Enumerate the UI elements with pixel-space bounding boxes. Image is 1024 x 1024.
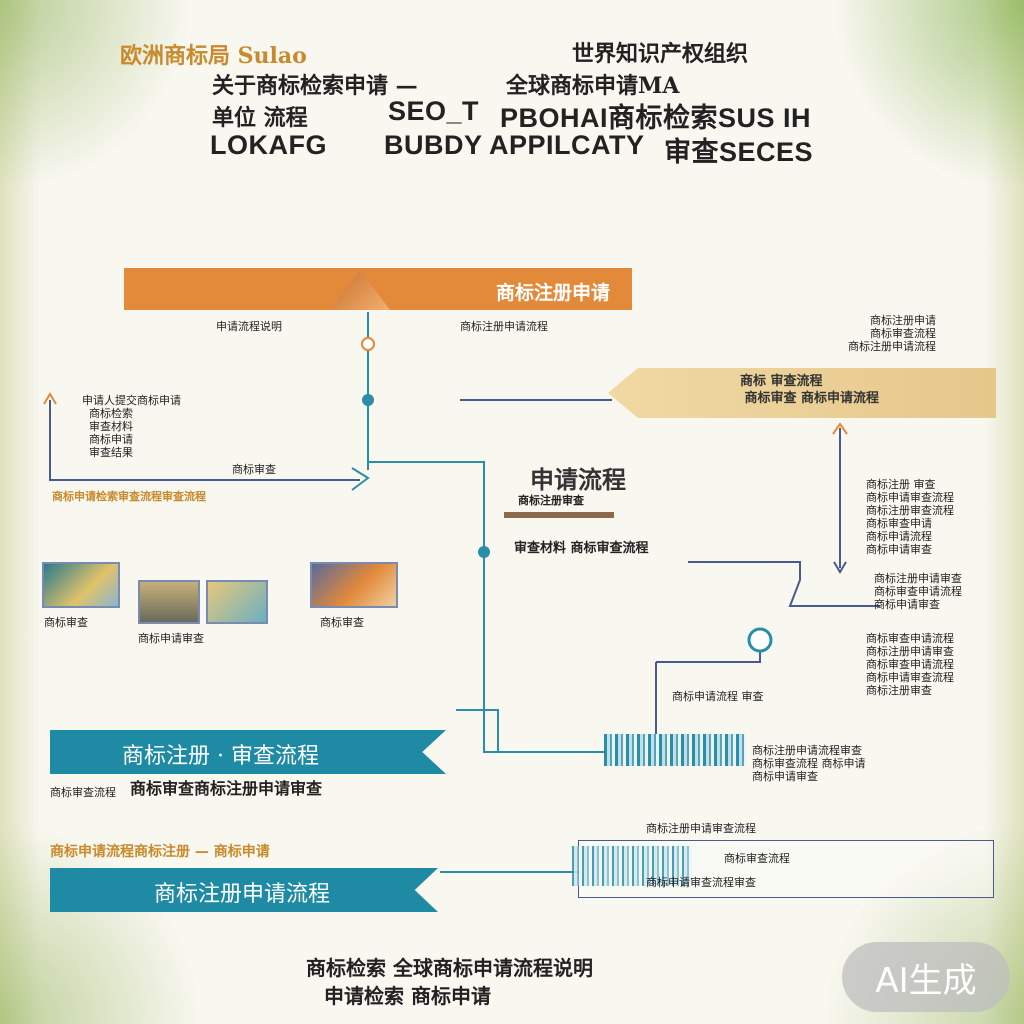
thumbnail-landscape-1 bbox=[42, 562, 120, 608]
connector-right-mid bbox=[688, 561, 880, 607]
thumbnail-caption-1: 商标审查 bbox=[44, 616, 88, 629]
header-line4-mid: BUBDY APPILCATY bbox=[384, 130, 645, 160]
footer-line2: 申请检索 商标申请 bbox=[324, 984, 491, 1008]
thumbnail-caption-2: 商标申请审查 bbox=[138, 632, 204, 645]
thumbnail-landscape-3 bbox=[310, 562, 398, 608]
header-line4-left: LOKAFG bbox=[210, 130, 327, 160]
banner-teal-2-caption: 商标申请流程商标注册 — 商标申请 bbox=[50, 844, 270, 860]
banner-teal-1: 商标注册 · 审查流程 bbox=[50, 730, 446, 774]
left-notes: 申请人提交商标申请 商标检索 审查材料 商标申请 审查结果 bbox=[82, 394, 181, 459]
banner-tan: 商标 审查流程 商标审查 商标申请流程 bbox=[608, 368, 996, 418]
right-box-strip-decoration bbox=[572, 846, 692, 886]
center-caption: 审查材料 商标审查流程 bbox=[514, 541, 649, 556]
center-divider bbox=[504, 512, 614, 518]
connector-left-arrowhead bbox=[43, 392, 57, 405]
banner-teal-2: 商标注册申请流程 bbox=[50, 868, 438, 912]
banner-top-caption-left: 申请流程说明 bbox=[216, 320, 282, 333]
connector-center-lower bbox=[456, 709, 499, 752]
connector-right-lower bbox=[656, 650, 761, 663]
right-top-notes: 商标注册申请 商标审查流程 商标注册申请流程 bbox=[848, 314, 936, 353]
header-line1-left: 欧洲商标局 Sulao bbox=[120, 43, 307, 69]
connector-right-arrowhead bbox=[832, 422, 848, 435]
thumbnail-landscape-2 bbox=[206, 580, 268, 624]
banner-teal-1-caption: 商标审查商标注册申请审查 bbox=[130, 779, 323, 798]
center-subtitle: 商标注册审查 bbox=[518, 494, 584, 507]
header-line3-mid: SEO_T bbox=[388, 96, 480, 126]
connector-right-arrowhead-down bbox=[833, 561, 847, 574]
center-lower-caption: 商标申请流程 审查 bbox=[672, 690, 764, 703]
right-box-line2: 商标申请审查流程审查 bbox=[646, 876, 756, 889]
header-line4-right: 审查SECES bbox=[664, 137, 814, 167]
ai-generated-badge: AI生成 bbox=[842, 942, 1010, 1012]
footer-line1: 商标检索 全球商标申请流程说明 bbox=[306, 956, 593, 980]
right-bottom-notes: 商标注册申请流程审查 商标审查流程 商标申请 商标申请审查 bbox=[752, 744, 866, 783]
striped-strip-decoration bbox=[604, 734, 746, 766]
connector-node-ring bbox=[747, 627, 773, 653]
header-line3-left: 单位 流程 bbox=[212, 105, 308, 131]
header-line1-right: 世界知识产权组织 bbox=[572, 41, 749, 67]
thumbnail-building bbox=[138, 580, 200, 624]
connector-center-trunk bbox=[368, 461, 650, 753]
header-line2-right: 全球商标申请MA bbox=[506, 73, 680, 99]
banner-top-caption-right: 商标注册申请流程 bbox=[460, 320, 548, 333]
right-box-header: 商标注册申请审查流程 bbox=[646, 822, 756, 835]
thumbnail-caption-3: 商标审查 bbox=[320, 616, 364, 629]
connector-node-center bbox=[478, 546, 490, 558]
connector-node-top bbox=[361, 337, 375, 351]
right-box-line1: 商标审查流程 bbox=[724, 852, 790, 865]
right-lower-notes: 商标审查申请流程 商标注册申请审查 商标审查申请流程 商标申请审查流程 商标注册… bbox=[866, 632, 954, 697]
banner-teal-1-small: 商标审查流程 bbox=[50, 786, 116, 799]
right-side-notes: 商标注册 审查 商标申请审查流程 商标注册审查流程 商标审查申请 商标申请流程 … bbox=[866, 478, 954, 556]
center-title: 申请流程 bbox=[530, 465, 626, 494]
left-footer: 商标申请检索审查流程审查流程 bbox=[52, 490, 206, 503]
right-mid-notes: 商标注册申请审查 商标审查申请流程 商标申请审查 bbox=[874, 572, 962, 611]
left-caption: 商标审查 bbox=[232, 463, 276, 476]
connector-node-mid bbox=[362, 394, 374, 406]
connector-left-elbow bbox=[49, 400, 360, 481]
header-line3-right: PBOHAI商标检索SUS IH bbox=[500, 103, 812, 133]
connector-left-chevron bbox=[351, 467, 370, 491]
header-line2-left: 关于商标检索申请 — bbox=[212, 73, 418, 99]
